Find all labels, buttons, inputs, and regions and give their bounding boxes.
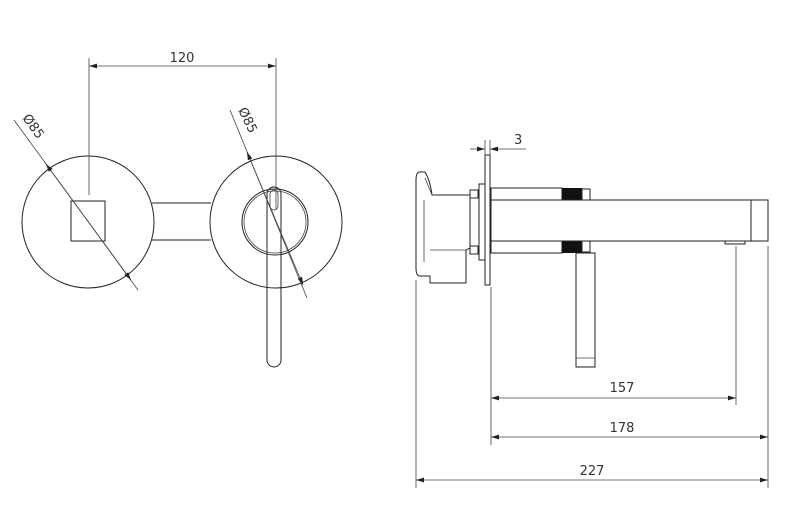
diameter-label-right: Ø85: [234, 105, 259, 136]
side-lever: [575, 252, 596, 368]
dimension-label-157: 157: [610, 381, 635, 396]
dimension-label-3: 3: [514, 133, 522, 148]
aerator: [724, 240, 746, 245]
diameter-arrows-left: [45, 163, 132, 281]
nut-top: [469, 189, 479, 199]
lever-handle-inner: [269, 189, 279, 211]
spout: [490, 199, 769, 242]
side-view: 3 157 178 227: [415, 133, 769, 488]
upper-knurl-band: [562, 188, 582, 200]
dimension-label-178: 178: [610, 421, 635, 436]
diameter-label-left: Ø85: [19, 112, 47, 142]
diameter-arrows-right: [246, 151, 304, 286]
flange-collar: [478, 183, 486, 261]
handle-hub: [241, 188, 309, 256]
left-cover-plate: [21, 155, 155, 289]
upper-pipe: [490, 187, 563, 201]
nut-bottom: [469, 245, 479, 255]
valve-body: [415, 171, 471, 284]
wall-plate: [484, 154, 491, 286]
dimension-label-227: 227: [580, 464, 605, 479]
lower-pipe: [490, 240, 563, 254]
lever-handle: [266, 186, 282, 368]
lower-ring: [581, 240, 591, 253]
front-view: 120 Ø85 Ø85: [13, 51, 343, 368]
handle-hub-inner: [243, 190, 307, 254]
lower-knurl-band: [562, 241, 582, 253]
valve-body-detail: [423, 177, 466, 262]
dimension-label-120: 120: [170, 51, 195, 66]
upper-ring: [581, 188, 591, 201]
